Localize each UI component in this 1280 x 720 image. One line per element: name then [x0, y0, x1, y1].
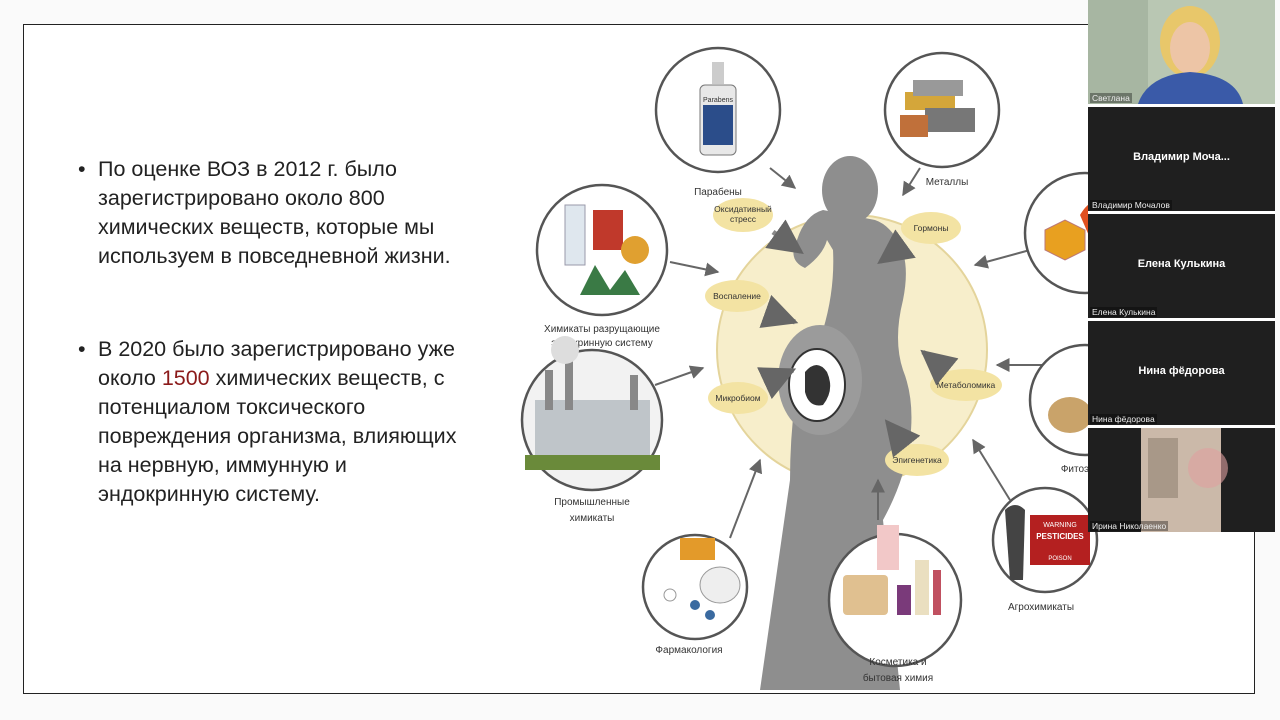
- svg-text:Микробиом: Микробиом: [715, 393, 760, 403]
- label-pharmacology: Фармакология: [655, 645, 722, 656]
- svg-text:Воспаление: Воспаление: [713, 291, 761, 301]
- participant-name-label: Светлана: [1090, 93, 1132, 103]
- label-phyto: Фитоэ: [1061, 464, 1089, 475]
- cosmetics-circle: [827, 525, 963, 668]
- participant-name-label: Елена Кулькина: [1090, 307, 1158, 317]
- label-agrochemicals: Агрохимикаты: [1008, 602, 1074, 613]
- parabens-circle: Parabens: [654, 46, 782, 174]
- label-industrial-1: Промышленные: [554, 497, 630, 508]
- industrial-circle: [520, 336, 664, 492]
- participant-video-irina[interactable]: Ирина Николаенко: [1088, 428, 1275, 532]
- participants-panel: Светлана Владимир Моча... Владимир Мочал…: [1088, 0, 1275, 532]
- pharmacology-circle: [641, 533, 749, 641]
- inner-label-inflammation: Воспаление: [705, 280, 769, 312]
- label-endocrine-1: Химикаты разрущающие: [544, 324, 660, 335]
- outer-arrows: [654, 167, 1045, 539]
- participant-tile-elena[interactable]: Елена Кулькина Елена Кулькина: [1088, 214, 1275, 318]
- inner-label-oxidative-stress: Оксидативный стресс: [713, 198, 773, 232]
- svg-text:Оксидативный: Оксидативный: [714, 204, 772, 214]
- participant-display-name: Владимир Моча...: [1133, 151, 1230, 163]
- inner-label-metabolomics: Метаболомика: [930, 369, 1002, 401]
- participant-tile-vladimir[interactable]: Владимир Моча... Владимир Мочалов: [1088, 107, 1275, 211]
- speaker-video-icon: [1088, 0, 1275, 104]
- inner-arrows: [757, 219, 959, 458]
- participant-display-name: Нина фёдорова: [1138, 365, 1225, 377]
- slide-text: По оценке ВОЗ в 2012 г. было зарегистрир…: [78, 155, 458, 509]
- participant-name-label: Владимир Мочалов: [1090, 200, 1172, 210]
- label-cosmetics-1: Косметика и: [869, 657, 926, 668]
- svg-text:Эпигенетика: Эпигенетика: [892, 455, 942, 465]
- highlight-number: 1500: [161, 366, 210, 390]
- svg-text:PESTICIDES: PESTICIDES: [1036, 532, 1084, 541]
- participant-name-label: Ирина Николаенко: [1090, 521, 1169, 531]
- inner-label-hormones: Гормоны: [901, 212, 961, 244]
- svg-text:Гормоны: Гормоны: [914, 223, 949, 233]
- participant-display-name: Елена Кулькина: [1137, 258, 1226, 270]
- svg-text:стресс: стресс: [730, 214, 757, 224]
- label-parabens: Парабены: [694, 186, 742, 198]
- participant-video-svetlana[interactable]: Светлана: [1088, 0, 1275, 104]
- label-endocrine-2: эндокринную систему: [551, 338, 652, 349]
- bullet-2012: По оценке ВОЗ в 2012 г. было зарегистрир…: [78, 155, 458, 271]
- endocrine-disruptors-circle: [535, 183, 669, 317]
- svg-text:Parabens: Parabens: [703, 97, 733, 104]
- chemicals-diagram: Оксидативный стресс Гормоны Воспаление М…: [505, 40, 1147, 690]
- inner-label-epigenetics: Эпигенетика: [885, 444, 949, 476]
- participant-video-icon: [1088, 428, 1275, 532]
- svg-text:POISON: POISON: [1048, 556, 1071, 562]
- label-metals: Металлы: [926, 177, 969, 188]
- fetus-icon: [788, 348, 846, 422]
- participant-tile-nina[interactable]: Нина фёдорова Нина фёдорова: [1088, 321, 1275, 425]
- metals-circle: [883, 51, 1001, 169]
- label-cosmetics-2: бытовая химия: [863, 672, 933, 684]
- participant-name-label: Нина фёдорова: [1090, 414, 1157, 424]
- bullet-2020: В 2020 было зарегистрировано уже около 1…: [78, 335, 458, 509]
- agrochemicals-circle: WARNING PESTICIDES POISON: [991, 486, 1099, 594]
- label-industrial-2: химикаты: [570, 513, 615, 524]
- svg-text:WARNING: WARNING: [1043, 522, 1077, 529]
- inner-label-microbiome: Микробиом: [708, 382, 768, 414]
- svg-text:Метаболомика: Метаболомика: [937, 380, 996, 390]
